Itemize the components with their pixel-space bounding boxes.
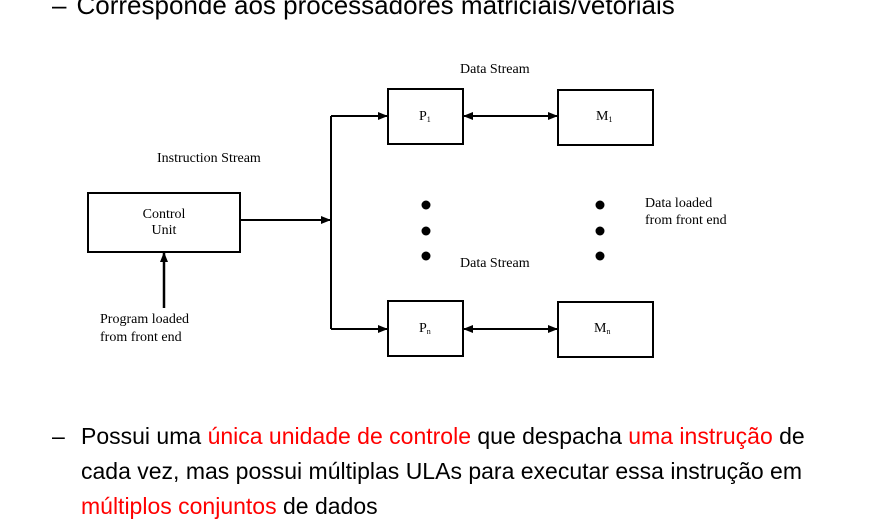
text-segment: de dados [276, 493, 378, 519]
highlight-one-instruction: uma instrução [628, 423, 773, 449]
ellipsis-dot [421, 200, 431, 210]
instruction-stream-label: Instruction Stream [157, 151, 261, 166]
program-loaded-line1: Program loaded [100, 312, 189, 327]
control-unit-label-line1: Control [143, 207, 186, 222]
simd-diagram: Data Stream Instruction Stream Control U… [87, 62, 727, 358]
bottom-bullet: – Possui uma única unidade de controle q… [52, 419, 852, 524]
ellipsis-dot [421, 226, 431, 236]
text-segment: que despacha [470, 423, 629, 449]
text-segment: Possui uma [81, 423, 208, 449]
pn-box [387, 300, 464, 357]
bottom-bullet-text: Possui uma única unidade de controle que… [81, 419, 852, 524]
bullet-dash: – [52, 423, 65, 449]
top-bullet-text: Corresponde aos processadores matriciais… [76, 0, 675, 20]
m1-box [557, 89, 654, 146]
mn-box [557, 301, 654, 358]
mn-label: Mn [594, 321, 610, 336]
top-bullet: –Corresponde aos processadores matriciai… [52, 0, 675, 21]
ellipsis-dot [595, 226, 605, 236]
m1-label: M1 [596, 109, 612, 124]
highlight-multiple-sets: múltiplos conjuntos [81, 493, 277, 519]
data-loaded-line2: from front end [645, 213, 727, 228]
ellipsis-dot [595, 200, 605, 210]
data-loaded-line1: Data loaded [645, 196, 712, 211]
p1-box [387, 88, 464, 145]
data-stream-top-label: Data Stream [460, 62, 530, 77]
control-unit-box [87, 192, 241, 253]
program-loaded-line2: from front end [100, 330, 182, 345]
ellipsis-dot [595, 251, 605, 261]
p1-label: P1 [419, 109, 431, 124]
data-stream-mid-label: Data Stream [460, 256, 530, 271]
pn-label: Pn [419, 321, 431, 336]
highlight-single-control-unit: única unidade de controle [207, 423, 471, 449]
control-unit-label-line2: Unit [152, 223, 177, 238]
bullet-dash: – [52, 0, 67, 20]
text-segment: de cada vez, mas possui múltiplas ULAs p… [81, 423, 805, 484]
ellipsis-dot [421, 251, 431, 261]
